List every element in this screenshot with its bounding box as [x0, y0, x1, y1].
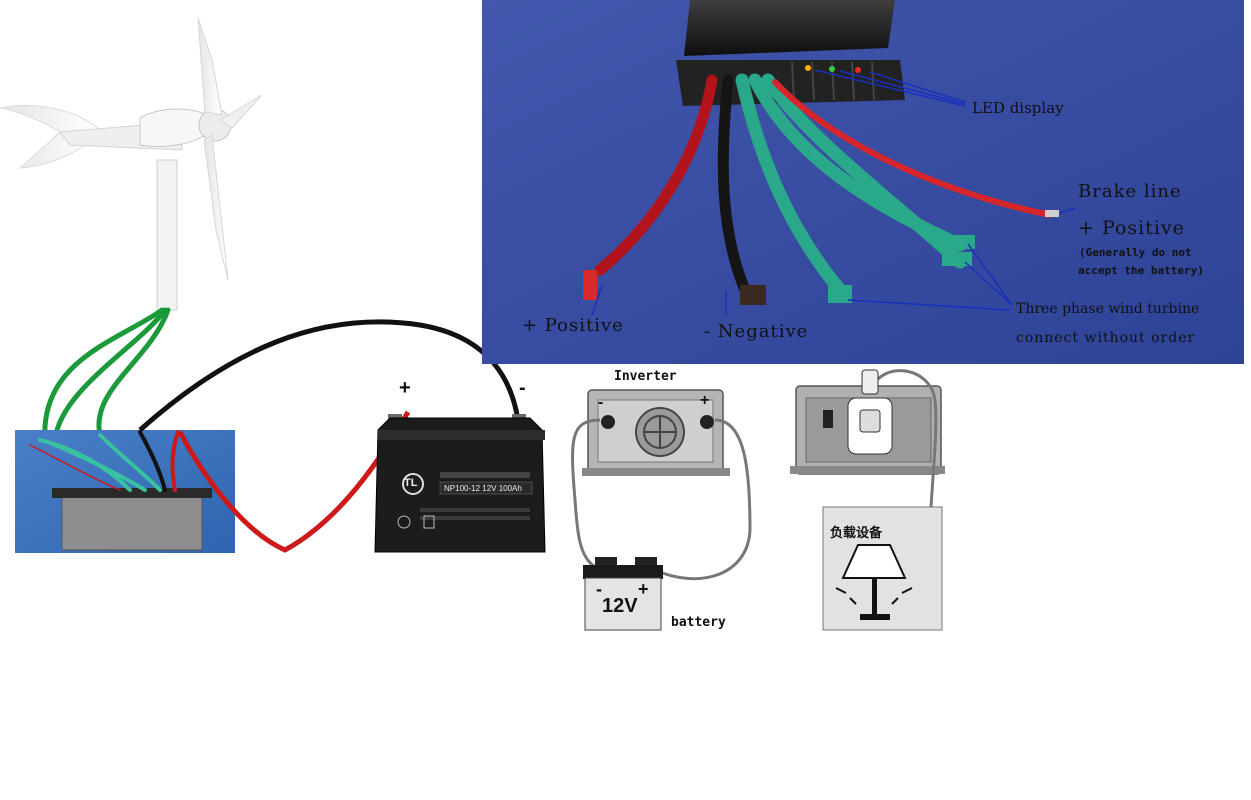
small-battery-minus: - [596, 579, 602, 599]
label-led-display: LED display [972, 99, 1064, 117]
turbine-blade-2 [203, 134, 229, 281]
small-battery-label: battery [671, 615, 726, 630]
lamp-shade [841, 544, 907, 579]
phase-wires [42, 307, 171, 443]
dc-wires [571, 418, 752, 581]
ac-plug [861, 369, 879, 395]
label-three-phase-line2: connect without order [1016, 330, 1196, 346]
label-positive-right: + Positive [1078, 217, 1185, 239]
controller-heatsink-fins [676, 60, 905, 106]
inverter-neg-terminal [601, 415, 615, 429]
small-battery-voltage: 12V [602, 595, 638, 617]
inverter-pos-terminal [700, 415, 714, 429]
battery-minus-label: - [519, 377, 526, 399]
label-note-line2: accept the battery) [1078, 264, 1204, 277]
turbine-tail-fin [0, 105, 101, 169]
inverter [582, 389, 730, 476]
label-positive-left: + Positive [522, 315, 624, 336]
power-switch [823, 410, 833, 428]
wind-turbine [0, 17, 263, 311]
led-red [855, 67, 861, 73]
small-battery-plus: + [638, 579, 649, 599]
load-device [822, 506, 943, 631]
turbine-tower [156, 159, 178, 311]
inverter-minus-label: - [598, 394, 604, 411]
turbine-blade-3 [219, 94, 263, 129]
inverter-plus-label: + [700, 392, 710, 409]
battery-brand: TL [404, 477, 418, 489]
inverter-label: Inverter [614, 369, 677, 384]
battery-main [374, 414, 546, 553]
battery-logo [402, 473, 424, 495]
label-negative: - Negative [704, 321, 809, 342]
controller-small-photo [15, 430, 235, 553]
led-green [829, 66, 835, 72]
load-label: 负载设备 [830, 526, 883, 541]
controller-closeup-photo [482, 0, 1244, 364]
turbine-blade-1 [197, 17, 223, 116]
controller-heatsink [61, 491, 203, 551]
inverter-outlet [790, 385, 945, 475]
battery-model: NP100-12 12V 100Ah [444, 484, 522, 493]
small-battery [583, 557, 663, 631]
battery-plus-label: + [399, 377, 411, 399]
label-brake-line: Brake line [1078, 181, 1182, 202]
negative-wire [138, 319, 521, 432]
controller-box [684, 0, 895, 56]
label-three-phase-line1: Three phase wind turbine [1016, 301, 1200, 317]
led-amber [805, 65, 811, 71]
label-note-line1: (Generally do not [1079, 246, 1192, 259]
